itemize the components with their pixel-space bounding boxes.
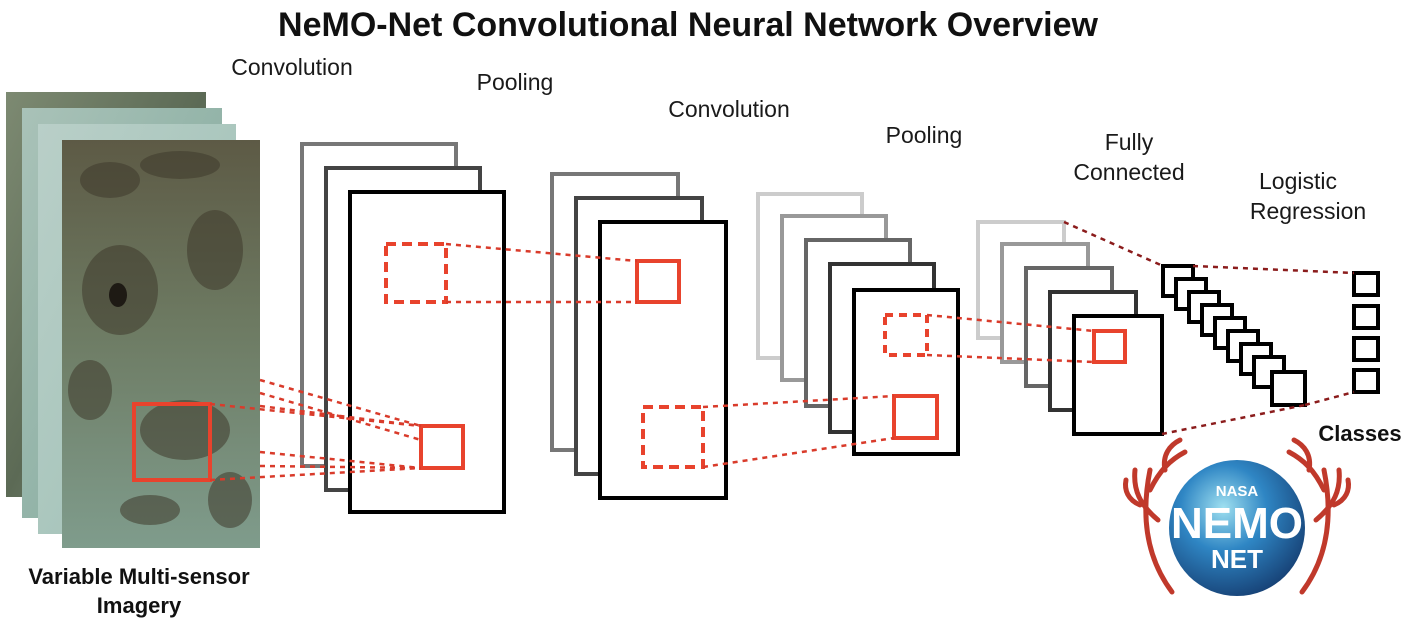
logo-nemo-text: NEMO bbox=[1171, 499, 1303, 548]
pool1-dashed-field bbox=[641, 405, 705, 469]
pool2-solid-field bbox=[1092, 329, 1127, 364]
label-fully-connected-line2: Connected bbox=[1073, 159, 1184, 185]
reef-texture bbox=[68, 151, 252, 528]
input-label-line2: Imagery bbox=[97, 593, 182, 618]
conv2-layers bbox=[756, 192, 960, 456]
fully-connected-cascade bbox=[1161, 264, 1307, 407]
class-unit bbox=[1352, 336, 1380, 362]
receptive-fields bbox=[384, 242, 1127, 470]
label-fully-connected-line1: Fully bbox=[1105, 129, 1154, 155]
pool1-solid-field bbox=[635, 259, 681, 304]
label-pooling-2: Pooling bbox=[886, 122, 963, 148]
nemo-net-logo: NASA NEMO NET bbox=[1123, 437, 1351, 596]
class-unit bbox=[1352, 368, 1380, 394]
input-imagery-stack bbox=[6, 92, 260, 548]
pool1-map-3 bbox=[598, 220, 728, 500]
input-label-line1: Variable Multi-sensor bbox=[28, 564, 250, 589]
pool1-layers bbox=[550, 172, 728, 500]
conv1-layers bbox=[300, 142, 506, 514]
fc-unit bbox=[1270, 370, 1307, 407]
label-convolution-2: Convolution bbox=[668, 96, 789, 122]
label-logistic-regression-line1: Logistic bbox=[1259, 168, 1337, 194]
coral-branches-icon bbox=[1123, 437, 1351, 595]
input-receptive-field bbox=[132, 402, 212, 482]
globe-icon bbox=[1169, 460, 1305, 596]
label-pooling-1: Pooling bbox=[477, 69, 554, 95]
conv1-dashed-field bbox=[384, 242, 448, 304]
page-title: NeMO-Net Convolutional Neural Network Ov… bbox=[278, 6, 1098, 44]
label-convolution-1: Convolution bbox=[231, 54, 352, 80]
conv2-solid-field bbox=[892, 394, 939, 440]
conv1-solid-field bbox=[419, 424, 465, 470]
logo-net-text: NET bbox=[1211, 544, 1263, 574]
reef-hole bbox=[109, 283, 127, 307]
class-outputs bbox=[1352, 271, 1380, 394]
pool2-map-5 bbox=[1072, 314, 1164, 436]
logo-nasa-text: NASA bbox=[1216, 483, 1259, 500]
connector-lines bbox=[1063, 220, 1355, 436]
class-unit bbox=[1352, 271, 1380, 297]
conv2-dashed-field bbox=[883, 313, 929, 357]
pool2-layers bbox=[976, 220, 1164, 436]
label-logistic-regression-line2: Regression bbox=[1250, 198, 1366, 224]
class-unit bbox=[1352, 304, 1380, 330]
projection-lines bbox=[209, 242, 1095, 482]
classes-label: Classes bbox=[1318, 421, 1401, 446]
